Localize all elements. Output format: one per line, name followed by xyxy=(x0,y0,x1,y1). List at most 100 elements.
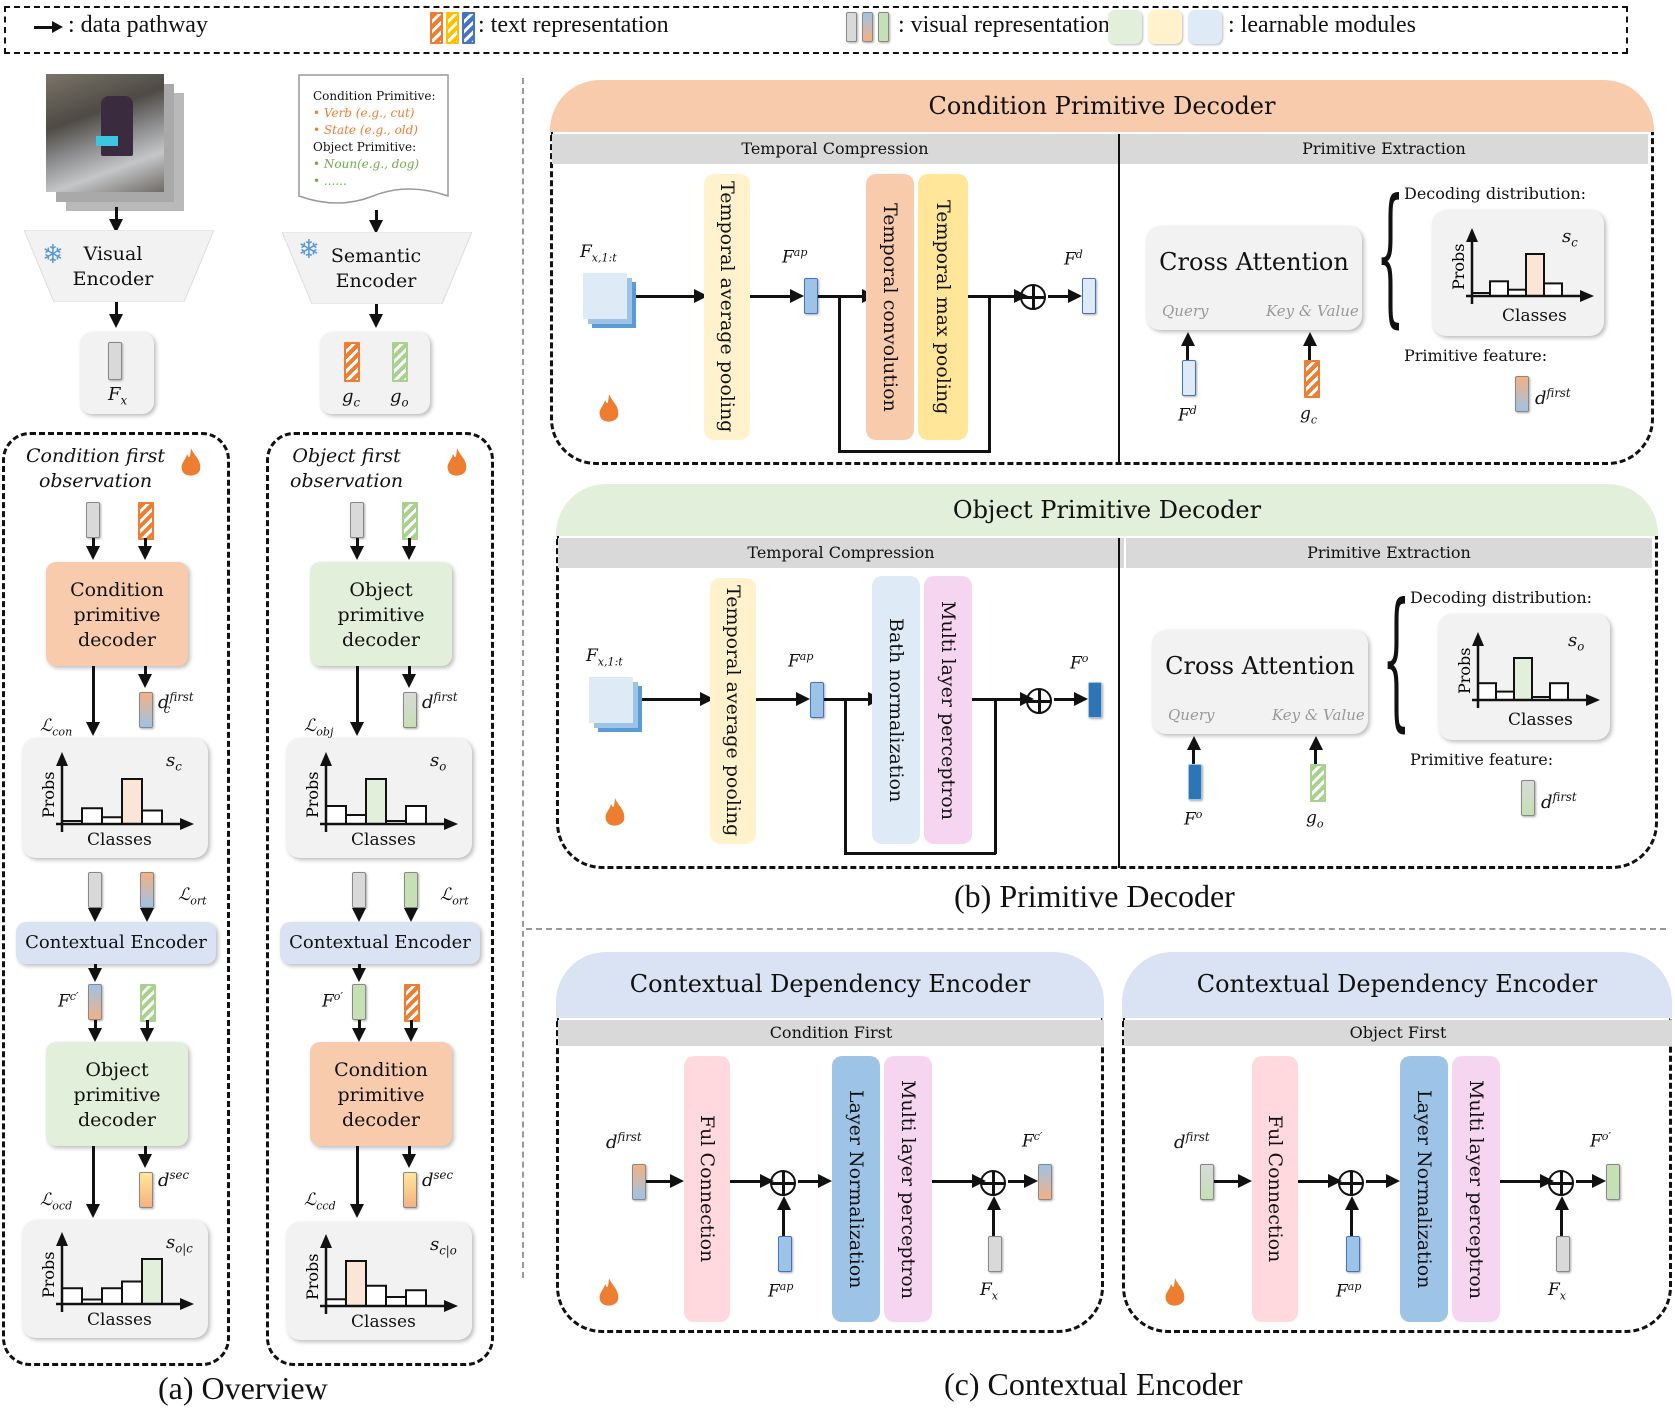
fx-c-prime-label: Fc′ xyxy=(58,990,79,1012)
fx-o-prime-label: Fo′ xyxy=(1590,1130,1611,1152)
video-frame-image xyxy=(46,74,164,192)
fxd-feature-bar xyxy=(1182,360,1196,396)
loss-ccd: ℒccd xyxy=(304,1190,336,1213)
multi-layer-perceptron: Multi layer perceptron xyxy=(1452,1056,1500,1322)
histogram-bar xyxy=(1489,280,1509,297)
loss-ocd: ℒocd xyxy=(40,1190,73,1213)
histogram-bar xyxy=(1513,657,1533,701)
object-decoder-title: Object Primitive Decoder xyxy=(952,496,1262,524)
sc-given-o-label: sc|o xyxy=(430,1234,457,1258)
legend-arrowhead-icon xyxy=(52,21,63,33)
add-icon xyxy=(1338,1170,1364,1196)
do-first-feature-bar xyxy=(404,872,418,908)
y-axis-arrow-icon xyxy=(1466,228,1478,242)
y-axis-arrow-icon xyxy=(56,752,68,766)
go-label: go xyxy=(1306,808,1324,831)
classes-label: Classes xyxy=(351,1312,416,1332)
so-given-c-distribution-box xyxy=(22,1220,208,1338)
query-label: Query xyxy=(1168,706,1215,724)
fxo-label: Fo xyxy=(1070,652,1089,674)
histogram-bar xyxy=(141,809,163,825)
legend-module-green xyxy=(1108,10,1142,44)
so-histogram: Probs xyxy=(1456,632,1600,708)
probs-label: Probs xyxy=(40,772,58,819)
dc-first-feature-bar xyxy=(139,692,153,728)
legend-visual-representation: : visual representation xyxy=(898,12,1110,38)
condition-decoder-header xyxy=(550,80,1654,132)
ap-feature-bar xyxy=(804,278,818,314)
sc-distribution-box xyxy=(1432,210,1604,336)
legend-visual-bar-gray xyxy=(846,12,857,42)
temporal-max-pooling: Temporal max pooling xyxy=(918,174,968,440)
full-connection: Ful Connection xyxy=(1252,1056,1298,1322)
dc-first-label: dfirst xyxy=(606,1130,642,1153)
temporal-compression-header: Temporal Compression xyxy=(552,134,1118,164)
legend-module-yellow xyxy=(1148,10,1182,44)
multi-layer-perceptron: Multi layer perceptron xyxy=(884,1056,932,1322)
probs-label: Probs xyxy=(1450,244,1468,291)
temporal-convolution: Temporal convolution xyxy=(866,174,914,440)
x-axis-arrow-icon xyxy=(444,818,458,830)
ap-feature-label: Fap xyxy=(788,650,814,672)
fxd-label: Fd xyxy=(1178,404,1197,426)
brace-icon: { xyxy=(1376,168,1405,342)
so-histogram: Probs xyxy=(304,752,458,832)
flame-icon xyxy=(599,1278,619,1306)
histogram-bar xyxy=(1543,282,1563,298)
primitive-extraction-header: Primitive Extraction xyxy=(1126,538,1652,568)
fx-c-prime-feature-bar xyxy=(1038,1164,1052,1200)
cross-attention-label: Cross Attention xyxy=(1165,652,1355,680)
layer-normalization: Layer Normalization xyxy=(1400,1056,1448,1322)
probs-label: Probs xyxy=(1456,648,1474,695)
classes-label: Classes xyxy=(87,830,152,850)
object-primitive-decoder: Object primitive decoder xyxy=(46,1042,188,1146)
query-label: Query xyxy=(1162,302,1209,320)
so-given-c-histogram: Probs xyxy=(40,1232,194,1312)
temporal-average-pooling: Temporal average pooling xyxy=(710,578,756,844)
fx-feature-bar xyxy=(86,502,100,538)
dc-first-label: dfirst xyxy=(1535,386,1571,409)
person-figure xyxy=(101,96,133,156)
legend-text-bar-orange xyxy=(430,12,443,44)
histogram-bar xyxy=(101,1287,123,1305)
cross-attention-box xyxy=(1146,226,1362,330)
go-text-bar xyxy=(140,984,156,1022)
temporal-average-pooling: Temporal average pooling xyxy=(704,174,750,440)
fxo-label: Fo xyxy=(1184,808,1203,830)
dc-sec-feature-bar xyxy=(403,1172,417,1208)
add-icon xyxy=(1548,1170,1574,1196)
contextual-encoder-header xyxy=(1122,952,1672,1018)
ap-feature-bar xyxy=(810,682,824,718)
histogram-bar xyxy=(345,814,367,825)
legend-module-blue xyxy=(1188,10,1222,44)
x-axis-arrow-icon xyxy=(1580,290,1594,302)
condition-first-encoder-frame xyxy=(556,1018,1104,1333)
dc-first-feature-bar xyxy=(1515,376,1529,412)
legend-text-representation: : text representation xyxy=(478,12,669,38)
so-label: so xyxy=(1568,630,1585,654)
input-label: Fx,1:t xyxy=(586,646,623,669)
contextual-encoder: Contextual Encoder xyxy=(16,922,216,964)
gc-text-bar xyxy=(404,984,420,1022)
snowflake-icon: ❄ xyxy=(42,240,64,270)
add-icon xyxy=(770,1170,796,1196)
condition-primitive-decoder: Condition primitive decoder xyxy=(310,1042,452,1146)
fxo-feature-bar xyxy=(1088,682,1102,718)
fxo-feature-bar xyxy=(1188,764,1202,800)
primitive-feature-label: Primitive feature: xyxy=(1404,346,1548,365)
fx-o-prime-label: Fo′ xyxy=(322,990,343,1012)
loss-ort: ℒort xyxy=(178,885,207,908)
histogram-bar xyxy=(1525,253,1545,297)
horizontal-divider xyxy=(526,928,1666,930)
section-divider xyxy=(1118,134,1120,464)
legend-learnable-modules: : learnable modules xyxy=(1228,12,1416,38)
contextual-encoder: Contextual Encoder xyxy=(280,922,480,964)
histogram-bar xyxy=(385,1296,407,1307)
visual-encoder-label: Visual Encoder xyxy=(72,243,154,290)
fx-feature-bar xyxy=(350,502,364,538)
fx-label: Fx xyxy=(1548,1280,1567,1303)
gc-label: gc xyxy=(342,386,361,410)
flame-icon xyxy=(181,448,201,476)
dc-first-feature-bar xyxy=(632,1164,646,1200)
y-axis-arrow-icon xyxy=(320,752,332,766)
